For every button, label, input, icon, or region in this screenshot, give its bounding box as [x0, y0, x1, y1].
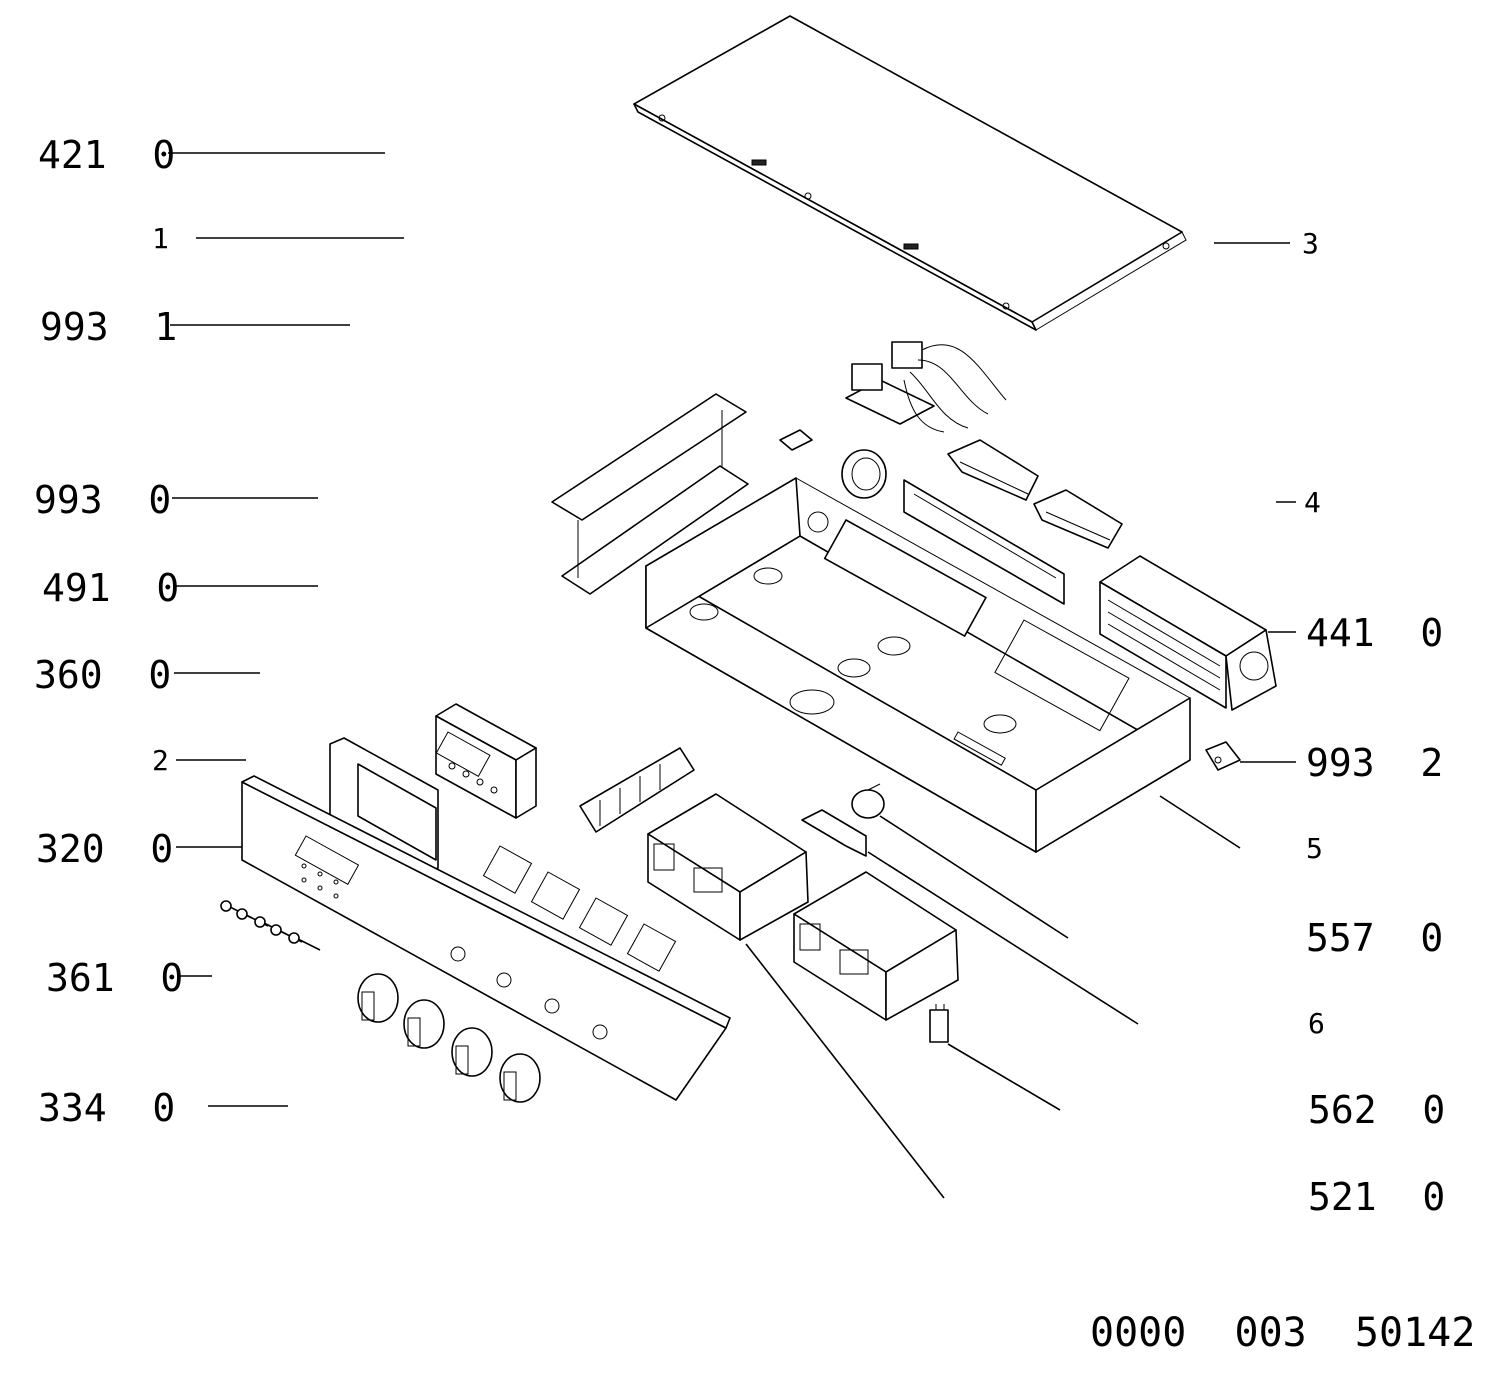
front-control-panel	[241, 775, 731, 1101]
display-module	[435, 703, 537, 819]
thermostat	[851, 783, 885, 819]
indicator-lamp	[841, 449, 887, 499]
cable-harness	[845, 341, 1007, 433]
switch-box-lower	[793, 871, 959, 1021]
label-993-0: 993 0	[34, 478, 171, 522]
label-557-0: 557 0	[1306, 916, 1443, 960]
label-421-0: 421 0	[38, 133, 175, 177]
control-knobs	[357, 973, 541, 1103]
screws	[220, 900, 321, 951]
document-number: 0000 003 50142	[1090, 1310, 1475, 1356]
label-360-0: 360 0	[34, 653, 171, 697]
label-4: 4	[1304, 486, 1321, 519]
label-5: 5	[1306, 832, 1323, 865]
switch-box-upper	[647, 793, 809, 941]
label-320-0: 320 0	[36, 827, 173, 871]
mounting-bracket	[551, 393, 749, 595]
leader-lines	[168, 152, 1296, 1199]
label-1: 1	[152, 222, 169, 255]
bracket-plate	[801, 809, 867, 857]
terminal-rail	[579, 747, 695, 833]
small-clip	[779, 429, 813, 451]
label-562-0: 562 0	[1308, 1088, 1445, 1132]
top-cover-plate	[633, 15, 1187, 331]
label-491-0: 491 0	[42, 566, 179, 610]
label-3: 3	[1302, 227, 1319, 260]
label-2: 2	[152, 744, 169, 777]
connector	[929, 1004, 949, 1043]
fan-motor	[1099, 555, 1277, 711]
label-993-2: 993 2	[1306, 741, 1443, 785]
label-334-0: 334 0	[38, 1086, 175, 1130]
rear-panel	[903, 479, 1065, 605]
small-bracket	[1205, 741, 1241, 771]
label-521-0: 521 0	[1308, 1175, 1445, 1219]
label-361-0: 361 0	[46, 956, 183, 1000]
main-housing-tray	[645, 477, 1191, 853]
terminal-blocks	[947, 439, 1123, 549]
label-6: 6	[1308, 1007, 1325, 1040]
label-993-1: 993 1	[40, 305, 177, 349]
label-441-0: 441 0	[1306, 611, 1443, 655]
